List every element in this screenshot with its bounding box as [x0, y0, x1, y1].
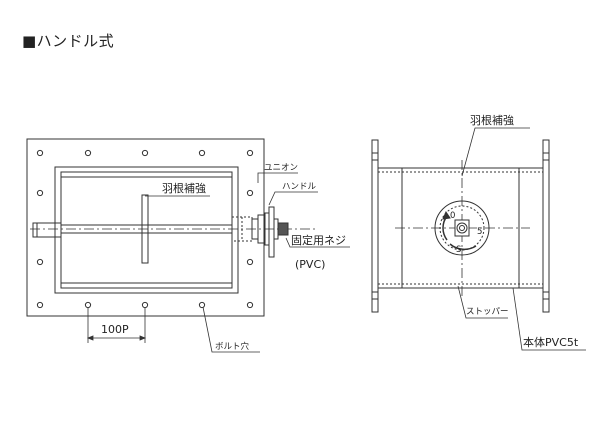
handle-dial [434, 200, 490, 256]
side-sleeve-right [518, 167, 544, 289]
bolt-holes [36, 149, 254, 309]
label-fixing-screw: 固定用ネジ [291, 233, 346, 247]
pitch-dimension [86, 308, 147, 343]
side-leaders [457, 127, 586, 351]
label-body-material: 本体PVC5t [523, 335, 579, 349]
dial-letter-s: S [456, 245, 461, 255]
handle-plate [268, 206, 275, 258]
label-bolt-hole: ボルト穴 [215, 341, 250, 352]
front-view [26, 138, 350, 353]
label-handle: ハンドル [282, 182, 317, 192]
label-stopper: ストッパー [466, 307, 509, 317]
front-body-frame [54, 166, 239, 294]
handle-assembly [251, 206, 289, 258]
label-union: ユニオン [264, 163, 298, 173]
dial-number-zero: 0 [450, 211, 455, 221]
blade-rib [141, 194, 149, 264]
label-fixing-screw-material: (PVC) [295, 258, 325, 271]
shaft-left [32, 222, 62, 238]
front-flange-outline [26, 138, 265, 317]
side-flange-left [371, 139, 379, 313]
fixing-screw [277, 222, 289, 236]
front-body-inner [60, 171, 233, 289]
section-title: ■ハンドル式 [22, 32, 115, 50]
label-blade-rib-front: 羽根補強 [162, 181, 206, 195]
side-view [371, 127, 586, 351]
front-leaders [145, 172, 350, 353]
side-flange-right [542, 139, 550, 313]
dial-number-five: 5 [477, 227, 482, 237]
label-pitch: 100P [101, 323, 129, 336]
label-blade-rib-side: 羽根補強 [470, 113, 514, 127]
